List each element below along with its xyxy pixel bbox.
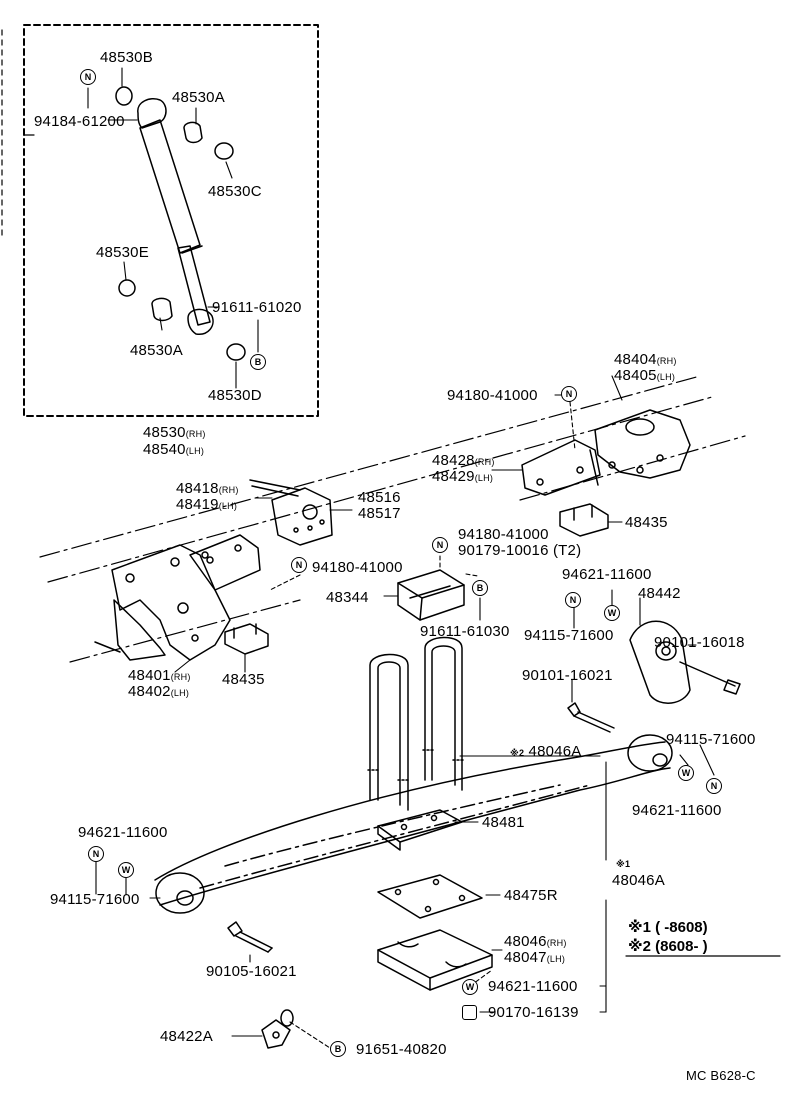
spacer-left <box>224 623 269 655</box>
bolt-type-b-icon: B <box>250 354 266 370</box>
u-bolts <box>367 636 465 811</box>
spring-pad-plate <box>377 874 483 919</box>
rear-hanger-bracket <box>589 409 691 486</box>
label-48405-lh: 48405(LH) <box>614 367 676 384</box>
label-48530C: 48530C <box>208 183 262 200</box>
shock-absorber <box>137 98 214 335</box>
label-48046A-1-mark: ※1 <box>616 859 631 869</box>
rear-shackle <box>521 439 601 496</box>
label-48422A: 48422A <box>160 1028 213 1045</box>
label-94115-71600-left: 94115-71600 <box>50 891 140 908</box>
spacer-right <box>559 503 609 537</box>
note-2: ※2 (8608- ) <box>628 938 708 955</box>
label-94621-11600-top: 94621-11600 <box>562 566 652 583</box>
shock-absorber-group-box <box>23 24 319 417</box>
label-94180-41000-mid: 94180-41000 <box>458 526 549 543</box>
bolt-type-b-icon: B <box>330 1041 346 1057</box>
leaf-spring <box>154 734 673 914</box>
label-94621-11600-bottom: 94621-11600 <box>488 978 578 995</box>
label-48429-lh: 48429(LH) <box>432 468 494 485</box>
nut-type-n-icon: N <box>565 592 581 608</box>
label-94115-71600-top: 94115-71600 <box>524 627 614 644</box>
nut-type-n-icon: N <box>561 386 577 402</box>
label-90101-16021: 90101-16021 <box>522 667 613 684</box>
leader-lines <box>87 67 715 1049</box>
washer-type-w-icon: W <box>118 862 134 878</box>
nut-type-n-icon: N <box>88 846 104 862</box>
nut-type-n-icon: N <box>291 557 307 573</box>
label-48419-lh: 48419(LH) <box>176 496 238 513</box>
bolt-type-b-icon: B <box>472 580 488 596</box>
label-90170-16139: 90170-16139 <box>488 1004 579 1021</box>
label-48530E: 48530E <box>96 244 149 261</box>
label-91611-61030: 91611-61030 <box>420 623 510 640</box>
nut-type-n-icon: N <box>432 537 448 553</box>
label-94115-71600-right: 94115-71600 <box>666 731 756 748</box>
label-48530-rh: 48530(RH) <box>143 424 206 441</box>
label-48418-rh: 48418(RH) <box>176 480 239 497</box>
label-94180-41000-top: 94180-41000 <box>447 387 538 404</box>
label-94621-11600-right: 94621-11600 <box>632 802 722 819</box>
label-48046-rh: 48046(RH) <box>504 933 567 950</box>
label-48046A-2: ※2 48046A <box>510 743 582 760</box>
diagram-code: MC B628-C <box>686 1068 756 1083</box>
label-48530B: 48530B <box>100 49 153 66</box>
washer-type-w-icon: W <box>462 979 478 995</box>
note-1: ※1 ( -8608) <box>628 919 708 936</box>
hanger-pin-plate <box>189 479 301 591</box>
label-90179-10016: 90179-10016 (T2) <box>458 542 582 559</box>
nut-type-n-icon: N <box>706 778 722 794</box>
label-48404-rh: 48404(RH) <box>614 351 677 368</box>
front-hanger-bracket <box>94 544 231 661</box>
label-91611-61020: 91611-61020 <box>212 299 302 316</box>
spring-shackle <box>629 620 741 704</box>
u-bolt-seat <box>377 929 493 991</box>
label-48516: 48516 <box>358 489 401 506</box>
label-90105-16021: 90105-16021 <box>206 963 297 980</box>
label-94180-41000-left: 94180-41000 <box>312 559 403 576</box>
label-48401-rh: 48401(RH) <box>128 667 191 684</box>
label-48530A-top: 48530A <box>172 89 225 106</box>
bracket-48422A <box>261 1009 294 1049</box>
label-94184-61200: 94184-61200 <box>34 113 125 130</box>
label-48435-left: 48435 <box>222 671 265 688</box>
label-48530D: 48530D <box>208 387 262 404</box>
spring-bolt <box>227 921 273 953</box>
washer-type-w-icon: W <box>604 605 620 621</box>
hex-nut-icon <box>462 1005 477 1020</box>
label-48047-lh: 48047(LH) <box>504 949 566 966</box>
shackle-bolt <box>567 702 615 733</box>
label-91651-40820: 91651-40820 <box>356 1041 447 1058</box>
label-48435-right: 48435 <box>625 514 668 531</box>
label-48046A-1: 48046A <box>612 872 665 889</box>
bushings <box>115 86 246 361</box>
label-48481: 48481 <box>482 814 525 831</box>
washer-type-w-icon: W <box>678 765 694 781</box>
label-48442: 48442 <box>638 585 681 602</box>
label-48402-lh: 48402(LH) <box>128 683 190 700</box>
label-48540-lh: 48540(LH) <box>143 441 205 458</box>
label-48530A-bottom: 48530A <box>130 342 183 359</box>
label-48344: 48344 <box>326 589 369 606</box>
bump-stopper <box>397 569 465 621</box>
label-48517: 48517 <box>358 505 401 522</box>
nut-type-n-icon: N <box>80 69 96 85</box>
label-48428-rh: 48428(RH) <box>432 452 495 469</box>
shackle-plate <box>271 487 333 546</box>
label-48475R: 48475R <box>504 887 558 904</box>
label-90101-16018: 90101-16018 <box>654 634 745 651</box>
label-94621-11600-left: 94621-11600 <box>78 824 168 841</box>
